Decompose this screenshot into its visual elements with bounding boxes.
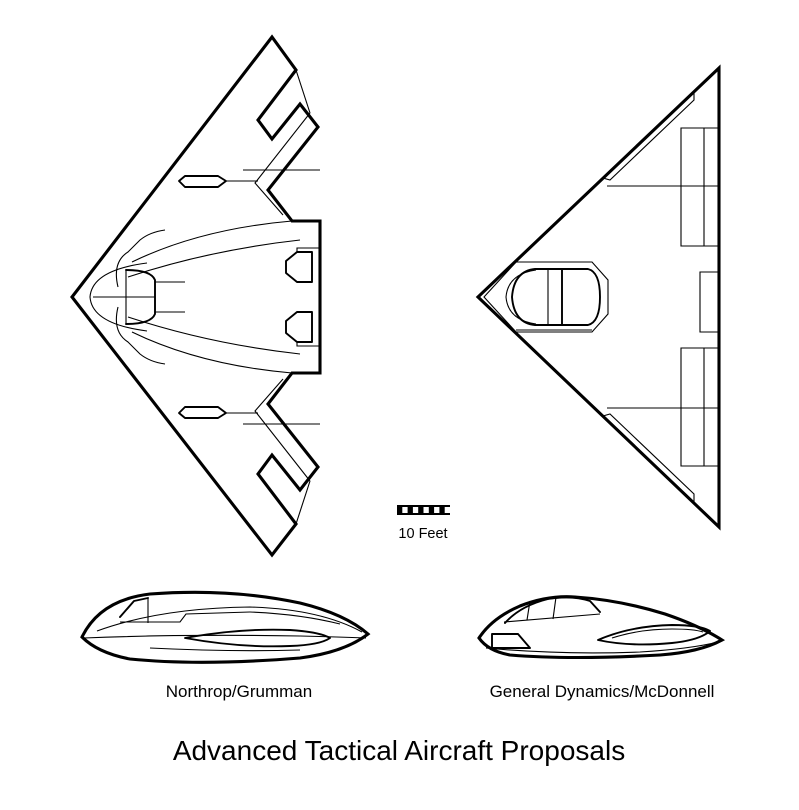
- scale-bar-segment-white-2: [412, 507, 419, 513]
- gd-profile-exhaust-inner: [611, 628, 704, 639]
- ng-upper-wing-inner-edge: [254, 112, 311, 216]
- ng-upper-body-blend: [131, 220, 293, 263]
- ng-upper-tip-hinge: [295, 69, 311, 114]
- caption-northrop-grumman: Northrop/Grumman: [166, 682, 312, 701]
- gd-profile-canopy-frame-2: [552, 596, 557, 620]
- gd-center-trailing-panel: [699, 271, 720, 333]
- general-dynamics-profile-view: General Dynamics/McDonnell: [477, 595, 726, 701]
- ng-lower-wing-inner-edge: [254, 378, 311, 482]
- gd-profile-canopy: [504, 596, 601, 624]
- gd-profile-lower-line: [485, 641, 719, 654]
- ng-wing-pod-lower: [178, 406, 227, 419]
- gd-canopy-nose-curve: [505, 269, 537, 325]
- ng-profile-intake-oval: [184, 628, 331, 648]
- ng-profile-waterline: [83, 634, 367, 639]
- ng-profile-canopy: [119, 597, 149, 618]
- ng-nose-radome: [89, 262, 148, 332]
- scale-bar-segment-white-3: [423, 507, 429, 513]
- gd-profile-canopy-frame-1: [526, 600, 531, 621]
- gd-leading-edge-flap-upper: [601, 90, 695, 181]
- northrop-grumman-planform-view: [70, 34, 322, 558]
- ng-fuselage-chine-lower: [115, 306, 166, 365]
- ng-lower-body-blend-2: [127, 316, 301, 355]
- ng-profile-upper-chine: [249, 611, 341, 625]
- gd-canopy-outline: [511, 268, 601, 326]
- ng-upper-body-blend-2: [127, 239, 301, 278]
- scale-bar-segment-white-1: [402, 507, 408, 513]
- ng-profile-deck-line: [96, 606, 363, 633]
- general-dynamics-planform-view: [475, 64, 721, 531]
- scale-bar-label: 10 Feet: [398, 526, 447, 542]
- northrop-grumman-profile-view: Northrop/Grumman: [80, 590, 371, 701]
- ng-profile-outline: [80, 590, 371, 664]
- caption-general-dynamics: General Dynamics/McDonnell: [490, 682, 715, 701]
- ng-lower-tip-hinge: [295, 480, 311, 525]
- ng-wing-outline: [70, 34, 322, 558]
- scale-bar-segment-white-4: [434, 507, 440, 513]
- ng-wing-pod-upper: [178, 175, 227, 188]
- ng-lower-body-blend: [131, 331, 293, 374]
- ng-nozzle-upper-lip: [296, 247, 320, 252]
- ng-profile-lower-chine: [149, 647, 301, 652]
- scale-bar-group: 10 Feet: [397, 505, 450, 542]
- gd-fuselage-chine: [483, 261, 609, 333]
- gd-elevon-panel-outer-lower: [680, 347, 720, 467]
- gd-elevon-panel-outer-upper: [680, 127, 720, 247]
- figure-title: Advanced Tactical Aircraft Proposals: [173, 735, 625, 766]
- gd-profile-exhaust-oval: [597, 624, 711, 646]
- gd-leading-edge-flap-lower: [601, 413, 695, 504]
- ng-fuselage-chine-upper: [115, 229, 166, 288]
- gd-profile-intake: [491, 633, 531, 649]
- gd-profile-outline: [477, 595, 726, 660]
- ng-profile-canopy-sill: [120, 611, 251, 623]
- gd-profile-canopy-sill: [503, 613, 601, 623]
- ng-nozzle-lower-lip: [296, 342, 320, 347]
- scale-bar-segment-white-5: [444, 507, 450, 513]
